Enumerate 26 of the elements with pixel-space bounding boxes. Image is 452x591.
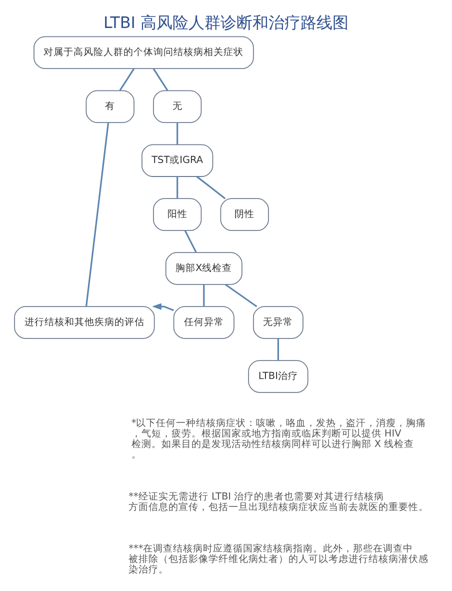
node-box: 无 [153, 90, 202, 123]
diagram-title: LTBI 高风险人群诊断和治疗路线图 [103, 13, 349, 32]
node-box: LTBI治疗 [248, 360, 308, 393]
connector [85, 122, 110, 306]
connector [277, 338, 279, 360]
connector [119, 68, 135, 91]
node-box: 对属于高风险人群的个体询问结核病相关症状 [34, 36, 254, 69]
node-box: 进行结核和其他疾病的评估 [14, 306, 155, 339]
connector [176, 176, 178, 198]
node-box: TST或IGRA [142, 144, 214, 177]
label: *以下任何一种结核病症状：咳嗽，咯血，发热，盗汗，消瘦，胸痛，气短，疲劳。根据国家或地方指南或临床判断可以提供 HIV 检测。如果目的是发现活动性结核病同样可以进行胸部 X 线检查。 [131, 418, 426, 461]
node-box: 有 [86, 90, 134, 123]
connector [203, 284, 205, 306]
node-box: 阳性 [153, 198, 202, 231]
connector [184, 230, 197, 253]
connector [196, 176, 226, 200]
connector [224, 284, 258, 308]
node-box: 任何异常 [173, 306, 234, 339]
label: ***在调查结核病时应遵循国家结核病指南。此外，那些在调查中被排除（包括影像学纤维化病灶者）的人可以考虑进行结核病潜伏感染治疗。 [128, 543, 429, 576]
connector [152, 68, 168, 91]
label: **经证实无需进行 LTBI 治疗的患者也需要对其进行结核病方面信息的宣传，包括一旦出现结核病症状应当前去就医的重要性。 [128, 491, 429, 513]
node-box: 阴性 [220, 198, 269, 231]
arrow [152, 303, 174, 312]
node-box: 胸部X线检查 [165, 252, 242, 285]
node-box: 无异常 [252, 306, 304, 339]
connector [176, 122, 178, 144]
